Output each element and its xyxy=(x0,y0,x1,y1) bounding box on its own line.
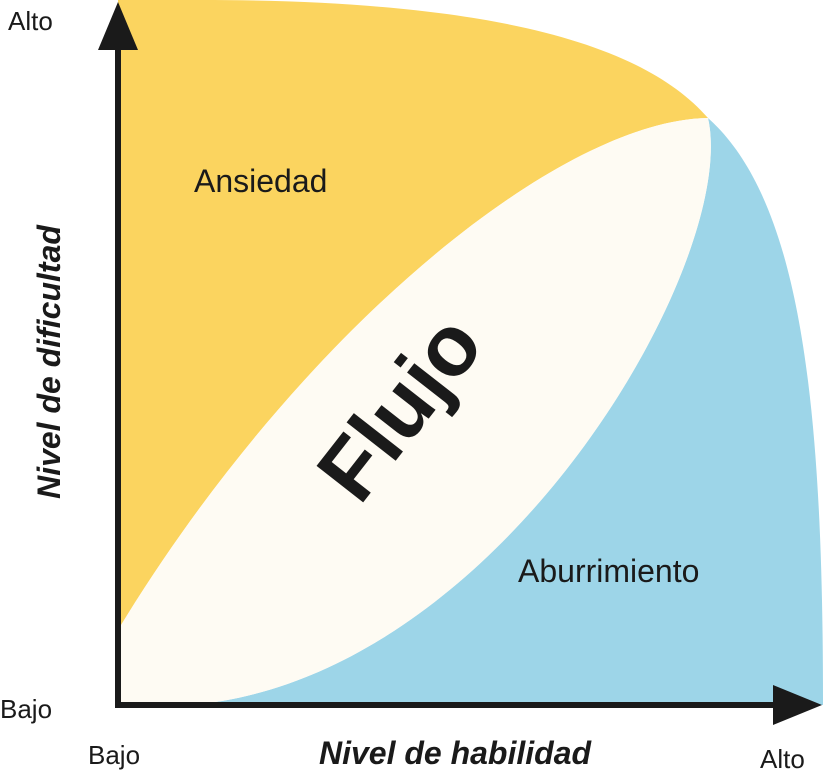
x-axis-arrow-icon xyxy=(773,685,822,725)
y-axis-arrow-icon xyxy=(98,2,138,50)
boredom-region xyxy=(190,118,823,705)
anxiety-label: Ansiedad xyxy=(194,163,327,199)
y-axis-low-label: Bajo xyxy=(0,694,52,724)
boredom-label: Aburrimiento xyxy=(518,553,699,589)
x-axis-high-label: Alto xyxy=(760,744,805,774)
x-axis-title: Nivel de habilidad xyxy=(319,735,593,771)
x-axis-low-label: Bajo xyxy=(88,740,140,770)
y-axis-high-label: Alto xyxy=(8,6,53,36)
y-axis-title: Nivel de dificultad xyxy=(31,224,67,499)
anxiety-region xyxy=(118,0,708,630)
flow-region xyxy=(118,118,711,705)
